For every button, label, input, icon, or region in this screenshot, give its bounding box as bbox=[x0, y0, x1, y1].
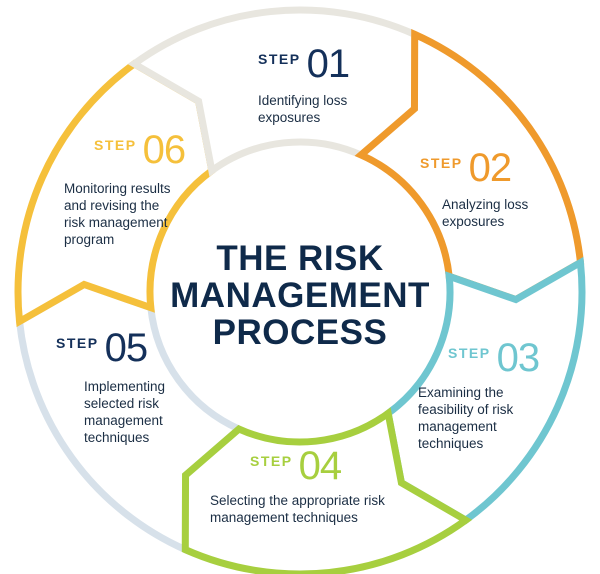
step-02: STEP 02 Analyzing loss exposures bbox=[420, 148, 552, 230]
step-01-word: STEP bbox=[258, 51, 301, 67]
step-06-description: Monitoring results and revising the risk… bbox=[64, 181, 171, 247]
step-01-heading: STEP 01 bbox=[258, 44, 388, 84]
step-01-number: 01 bbox=[306, 42, 350, 86]
step-06-word: STEP bbox=[94, 137, 137, 153]
step-05: STEP 05 Implementing selected risk manage… bbox=[56, 328, 194, 446]
step-04-word: STEP bbox=[250, 453, 293, 469]
step-03-word: STEP bbox=[448, 345, 491, 361]
step-04-heading: STEP 04 bbox=[250, 446, 420, 486]
step-04-arrow-segment bbox=[181, 407, 473, 574]
step-04-number: 04 bbox=[298, 444, 342, 488]
step-01-description: Identifying loss exposures bbox=[258, 93, 348, 125]
step-05-description: Implementing selected risk management te… bbox=[84, 379, 166, 445]
step-01: STEP 01 Identifying loss exposures bbox=[258, 44, 388, 126]
step-05-word: STEP bbox=[56, 335, 99, 351]
step-06-number: 06 bbox=[142, 128, 186, 172]
step-03-description: Examining the feasibility of risk manage… bbox=[418, 385, 514, 451]
step-02-heading: STEP 02 bbox=[420, 148, 552, 188]
step-06: STEP 06 Monitoring results and revising t… bbox=[64, 128, 186, 248]
step-02-word: STEP bbox=[420, 155, 463, 171]
center-title-line-3: PROCESS bbox=[212, 313, 388, 352]
center-title-line-1: THE RISK bbox=[216, 239, 384, 278]
step-05-number: 05 bbox=[104, 326, 148, 370]
step-02-number: 02 bbox=[468, 146, 512, 190]
center-title-line-2: MANAGEMENT bbox=[170, 276, 430, 315]
step-06-heading: STEP 06 bbox=[94, 128, 186, 172]
step-02-description: Analyzing loss exposures bbox=[442, 197, 529, 229]
step-04-description: Selecting the appropriate risk managemen… bbox=[210, 493, 385, 525]
step-03-number: 03 bbox=[496, 336, 540, 380]
center-title: THE RISK MANAGEMENT PROCESS bbox=[170, 240, 430, 351]
step-03: STEP 03 Examining the feasibility of risk… bbox=[418, 336, 540, 452]
step-05-heading: STEP 05 bbox=[56, 328, 194, 368]
step-04: STEP 04 Selecting the appropriate risk ma… bbox=[210, 446, 420, 526]
step-03-heading: STEP 03 bbox=[448, 336, 540, 380]
